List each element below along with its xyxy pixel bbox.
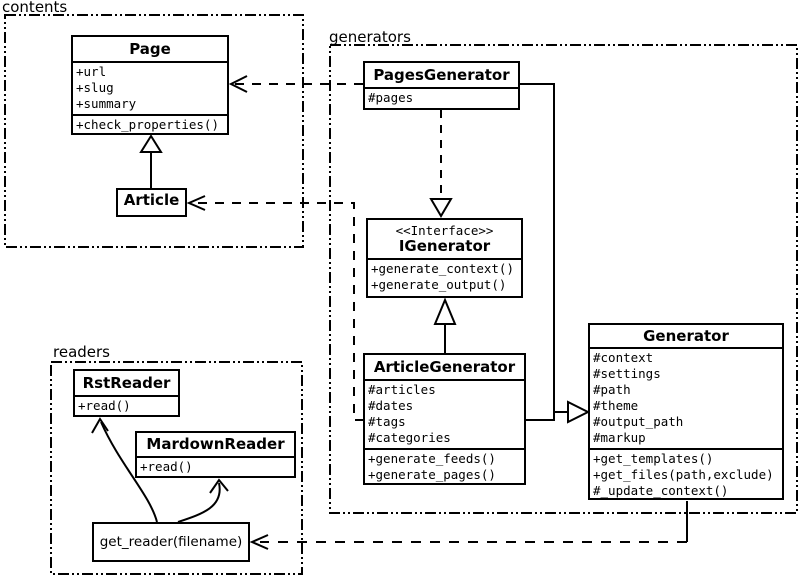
edge-articlegenerator-uses-article xyxy=(192,202,364,421)
edge-get-reader-to-markdownreader xyxy=(177,482,221,523)
class-page-attributes: +url +slug +summary xyxy=(73,61,227,114)
package-readers-border xyxy=(50,361,303,575)
edge-get-reader-to-rstreader xyxy=(100,421,158,523)
package-label-readers: readers xyxy=(53,343,110,361)
class-igenerator-stereotype: <<Interface>> xyxy=(395,223,494,238)
class-page: Page +url +slug +summary +check_properti… xyxy=(71,35,229,135)
arrowhead-to-rstreader xyxy=(91,417,109,434)
class-igenerator: <<Interface>> IGenerator +generate_conte… xyxy=(366,218,523,298)
class-articlegenerator: ArticleGenerator #articles #dates #tags … xyxy=(363,353,526,485)
arrowhead-to-get-reader xyxy=(249,534,269,550)
realization-triangle-igenerator xyxy=(429,198,453,218)
class-rstreader: RstReader +read() xyxy=(73,369,180,417)
class-rstreader-methods: +read() xyxy=(75,395,178,416)
class-generator: Generator #context #settings #path #them… xyxy=(588,323,784,500)
class-pagesgenerator-attributes: #pages xyxy=(365,87,518,108)
inheritance-triangle-page xyxy=(139,134,163,153)
package-contents-border xyxy=(4,14,304,248)
class-igenerator-methods: +generate_context() +generate_output() xyxy=(368,258,521,295)
inheritance-triangle-igenerator xyxy=(433,297,457,325)
class-articlegenerator-methods: +generate_feeds() +generate_pages() xyxy=(365,448,524,485)
class-generator-methods: +get_templates() +get_files(path,exclude… xyxy=(590,448,782,501)
class-article: Article xyxy=(116,188,187,217)
function-get-reader: get_reader(filename) xyxy=(92,522,250,562)
edge-pagesgenerator-extends-generator xyxy=(520,83,555,421)
class-markdownreader: MardownReader +read() xyxy=(135,431,296,478)
class-articlegenerator-title: ArticleGenerator xyxy=(373,358,516,376)
arrowhead-to-markdownreader xyxy=(209,478,229,494)
arrowhead-to-page xyxy=(228,75,248,93)
class-page-methods: +check_properties() xyxy=(73,114,227,135)
class-markdownreader-title: MardownReader xyxy=(146,435,285,453)
class-page-title: Page xyxy=(129,40,171,58)
class-rstreader-title: RstReader xyxy=(82,374,171,392)
class-articlegenerator-attributes: #articles #dates #tags #categories xyxy=(365,379,524,448)
class-generator-attributes: #context #settings #path #theme #output_… xyxy=(590,347,782,448)
class-article-title: Article xyxy=(123,191,180,209)
package-label-generators: generators xyxy=(329,28,411,46)
package-label-contents: contents xyxy=(2,0,68,16)
function-get-reader-label: get_reader(filename) xyxy=(99,534,243,550)
class-pagesgenerator-title: PagesGenerator xyxy=(373,66,510,84)
arrowhead-to-article xyxy=(186,195,206,211)
class-markdownreader-methods: +read() xyxy=(137,456,294,477)
inheritance-triangle-generator xyxy=(567,400,591,424)
class-pagesgenerator: PagesGenerator #pages xyxy=(363,61,520,110)
class-igenerator-title: IGenerator xyxy=(398,237,491,255)
class-generator-title: Generator xyxy=(643,327,729,345)
